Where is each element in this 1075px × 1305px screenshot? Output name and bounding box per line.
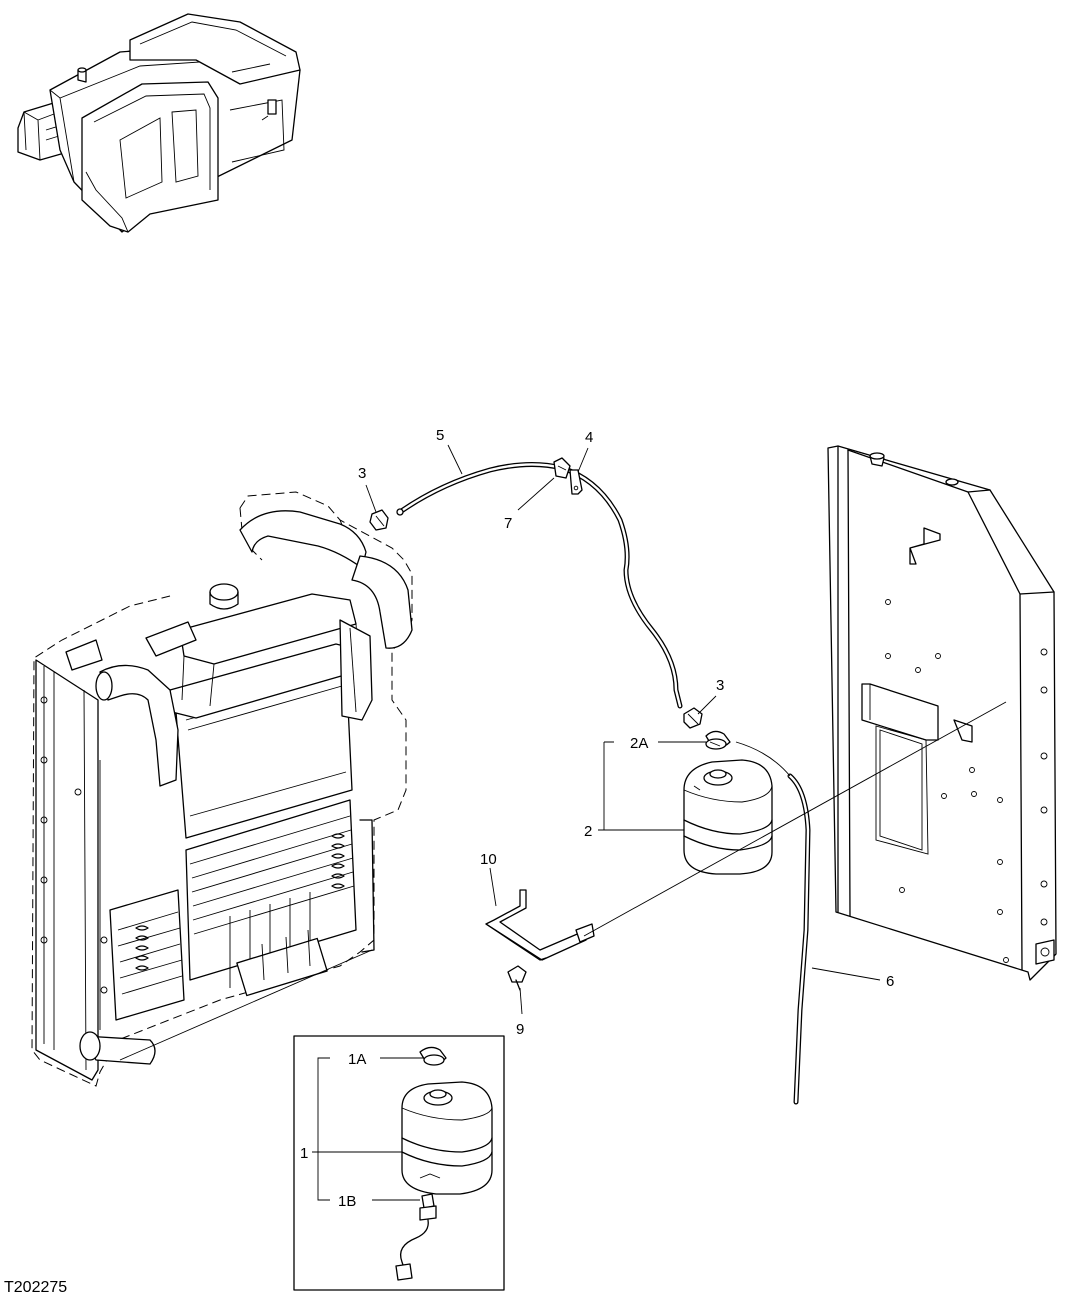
callout-7: 7	[504, 515, 512, 532]
callout-3-upper: 3	[358, 465, 366, 482]
radiator-assembly	[31, 491, 413, 1087]
figure-id: T202275	[4, 1279, 67, 1296]
clamp-3-upper	[369, 509, 389, 531]
callout-5: 5	[436, 427, 444, 444]
inset-box	[293, 1035, 505, 1291]
callout-2: 2	[584, 823, 592, 840]
bolt-9	[507, 965, 527, 991]
assembly-line	[583, 701, 1007, 937]
callout-1B: 1B	[338, 1193, 356, 1210]
callout-6: 6	[886, 973, 894, 990]
machine-locator-view	[17, 13, 301, 233]
hose-5	[396, 461, 683, 709]
cap-2A	[705, 730, 731, 750]
callout-labels: 3 5 4 7 3 2A 2 10 9 6 1A 1 1B	[300, 427, 894, 1210]
callout-1: 1	[300, 1145, 308, 1162]
reservoir-tank-2	[683, 759, 773, 875]
leader-lines	[312, 444, 881, 1201]
callout-10: 10	[480, 851, 497, 868]
clip-7	[553, 457, 571, 479]
callout-4: 4	[585, 429, 593, 446]
bracket-10	[485, 889, 595, 961]
mounting-panel	[827, 445, 1057, 981]
callout-3-lower: 3	[716, 677, 724, 694]
clip-4	[569, 469, 583, 495]
hose-6	[735, 741, 811, 1105]
callout-9: 9	[516, 1021, 524, 1038]
callout-1A: 1A	[348, 1051, 366, 1068]
callout-2A: 2A	[630, 735, 648, 752]
clamp-3-lower	[683, 707, 703, 729]
